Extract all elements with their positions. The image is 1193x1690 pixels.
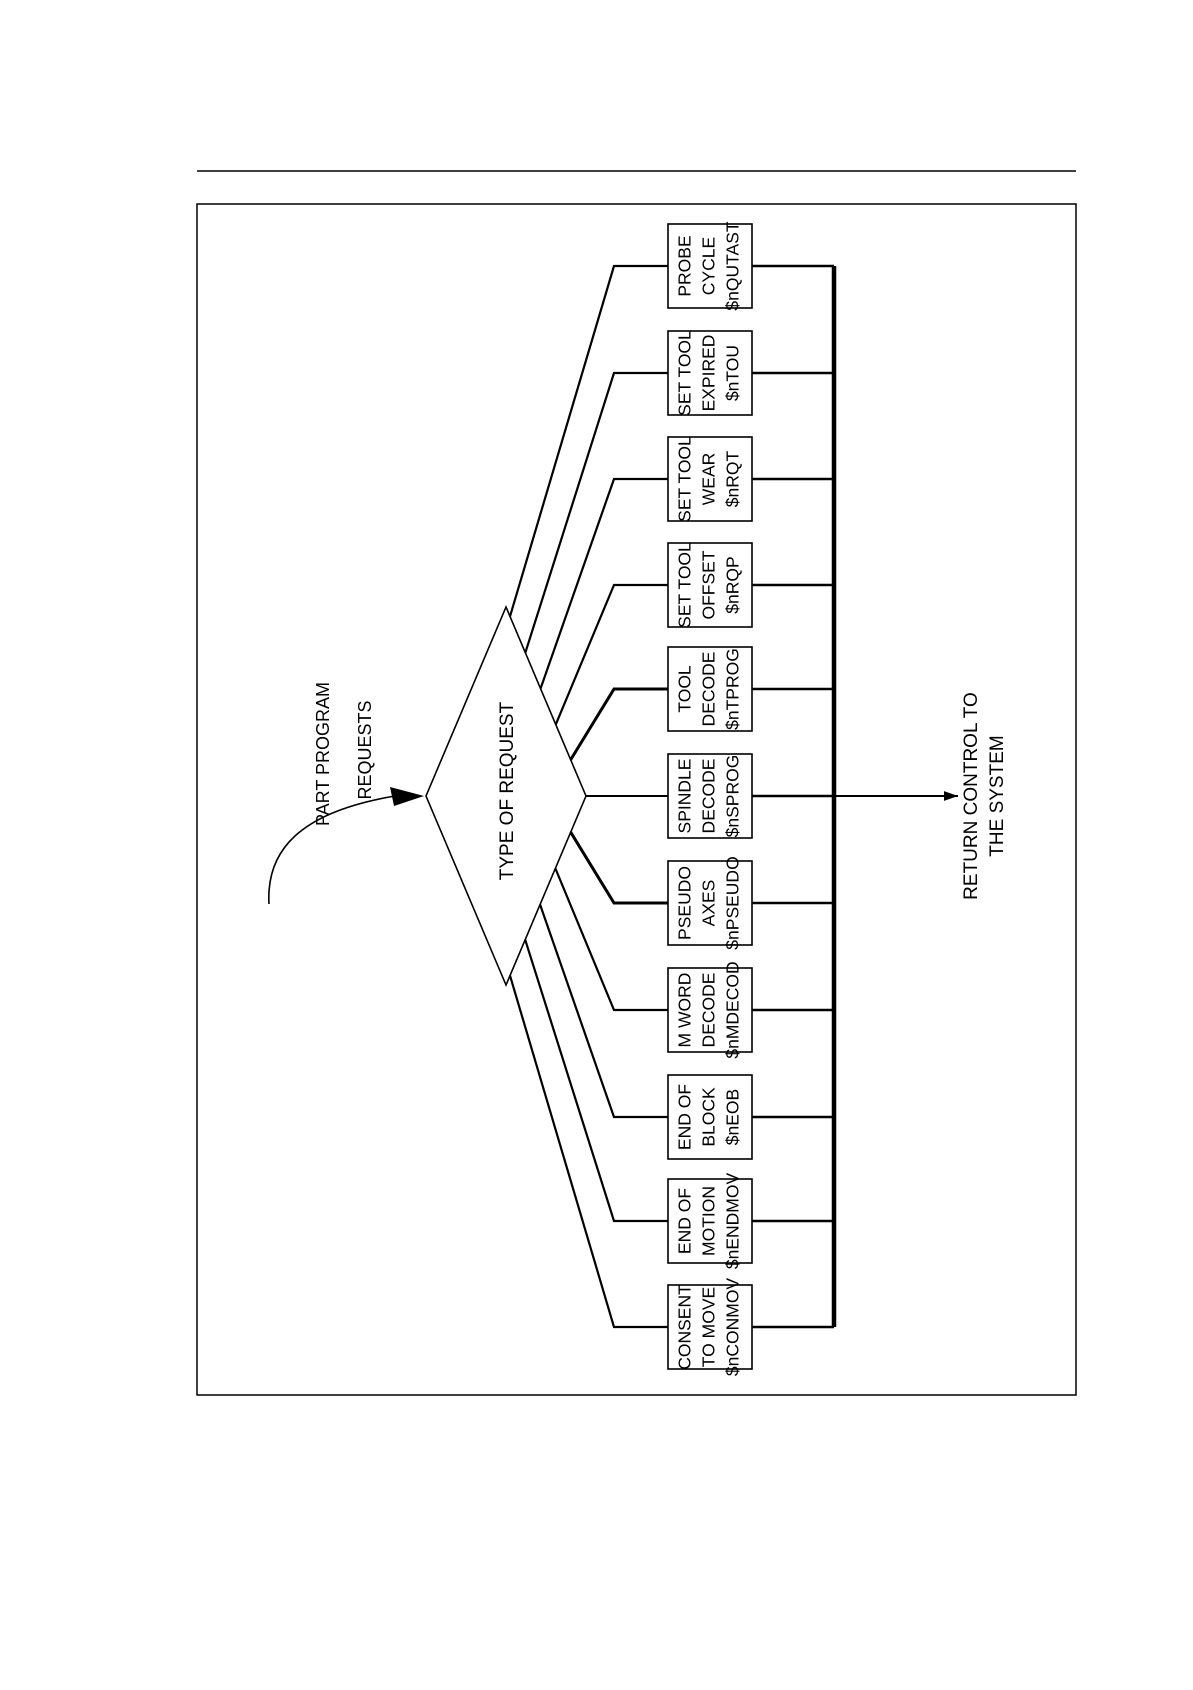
handler-label-5-1: DECODE [699, 759, 719, 834]
handler-label-1-0: END OF [675, 1188, 695, 1254]
handler-box-1 [667, 1178, 753, 1264]
handler-label-7-2: $nRQP [723, 556, 743, 613]
handler-label-9-1: EXPIRED [699, 335, 719, 412]
handler-label-0-2: $nCONMOV [723, 1278, 743, 1377]
handler-box-8 [667, 436, 753, 522]
handler-label-6-2: $nTPROG [723, 648, 743, 730]
figure-frame [196, 203, 1077, 1396]
branch-line-0 [508, 975, 668, 1329]
handler-label-5-2: $nSPROG [723, 755, 743, 838]
handler-label-5-0: SPINDLE [675, 759, 695, 834]
handler-box-2 [667, 1074, 753, 1160]
input-arrowhead [390, 787, 424, 806]
handler-label-6-0: TOOL [675, 665, 695, 713]
branch-line-9 [524, 371, 668, 654]
input-label-line-2: REQUESTS [355, 700, 375, 799]
branch-line-7 [554, 583, 668, 725]
handler-label-2-2: $nEOB [723, 1089, 743, 1145]
branch-line-2 [539, 904, 668, 1119]
handler-box-4 [667, 860, 753, 946]
handler-label-9-0: SET TOOL [675, 330, 695, 416]
handler-label-8-1: WEAR [699, 453, 719, 506]
handler-box-0 [667, 1284, 753, 1370]
input-label-line-1: PART PROGRAM [313, 682, 333, 826]
handler-box-5 [667, 753, 753, 839]
handler-label-3-2: $nMDECOD [723, 961, 743, 1058]
output-label-line-1: RETURN CONTROL TO [961, 692, 982, 900]
handler-box-6 [667, 646, 753, 732]
handler-label-1-2: $nENDMOV [723, 1173, 743, 1270]
handler-label-4-0: PSEUDO [675, 866, 695, 940]
handler-label-8-2: $nRQT [723, 450, 743, 507]
handler-label-9-2: $nTOU [723, 345, 743, 401]
handler-label-6-1: DECODE [699, 652, 719, 727]
handler-label-4-1: AXES [699, 880, 719, 927]
handler-box-9 [667, 330, 753, 416]
handler-label-3-0: M WORD [675, 973, 695, 1048]
handler-label-1-1: MOTION [699, 1186, 719, 1256]
handler-label-10-0: PROBE [675, 235, 695, 296]
handler-label-10-1: CYCLE [699, 237, 719, 295]
handler-label-0-0: CONSENT [675, 1284, 695, 1370]
handler-label-2-0: END OF [675, 1084, 695, 1150]
branch-line-8 [539, 477, 668, 689]
handler-label-10-2: $nQUTAST [723, 221, 743, 310]
branch-line-10 [508, 264, 668, 617]
handler-label-3-1: DECODE [699, 973, 719, 1048]
handler-label-4-2: $nPSEUDO [723, 856, 743, 949]
handler-label-0-1: TO MOVE [699, 1287, 719, 1367]
branch-line-1 [524, 939, 668, 1223]
handler-label-7-1: OFFSET [699, 550, 719, 619]
handler-label-2-1: BLOCK [699, 1087, 719, 1147]
output-label-line-2: THE SYSTEM [987, 735, 1008, 856]
input-curve [268, 795, 396, 905]
branch-line-4 [569, 831, 668, 905]
handler-label-8-0: SET TOOL [675, 436, 695, 522]
handler-label-7-0: SET TOOL [675, 542, 695, 628]
decision-label: TYPE OF REQUEST [497, 701, 518, 880]
branch-line-6 [569, 687, 668, 761]
handler-box-7 [667, 542, 753, 628]
handler-box-3 [667, 967, 753, 1053]
branch-line-3 [554, 867, 668, 1012]
